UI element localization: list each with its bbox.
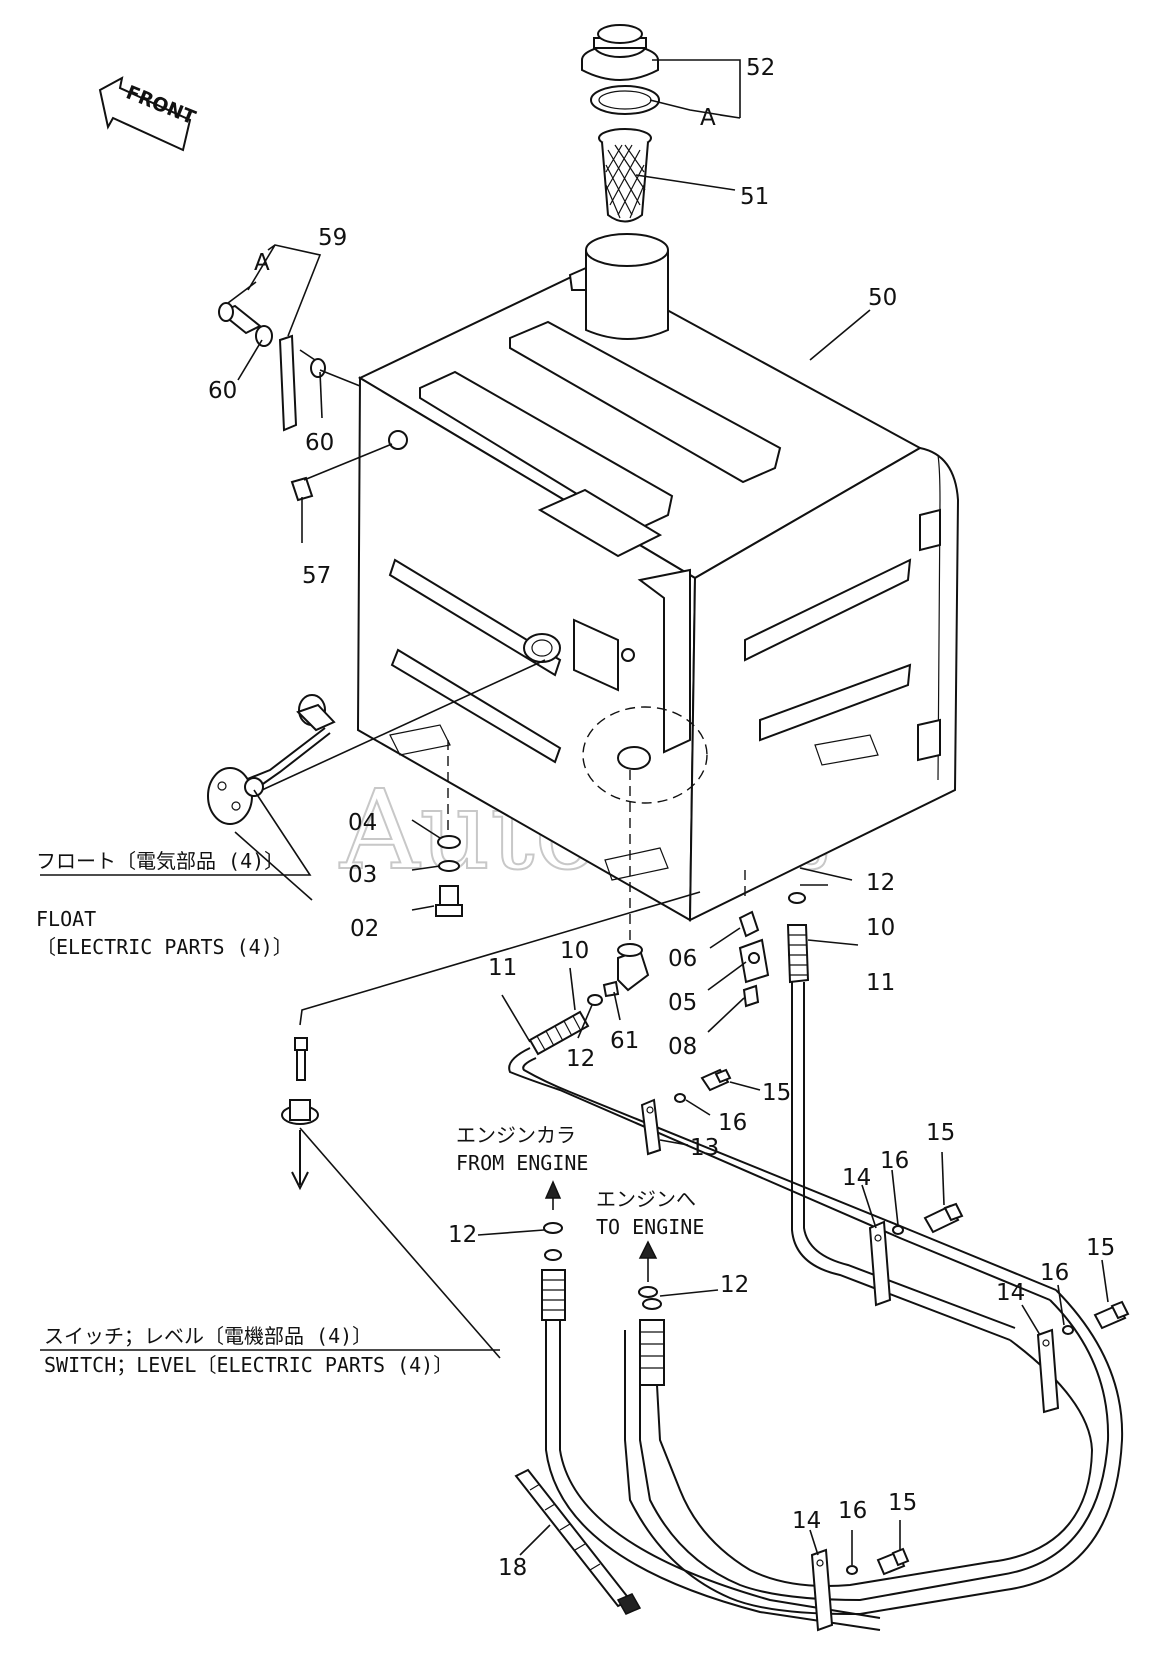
label-06: 06 [668,946,697,972]
label-57: 57 [302,563,331,589]
clamp-bolts [674,1068,1130,1576]
level-switch [281,891,701,1191]
tube-clamps [640,1098,1060,1632]
label-61: 61 [610,1028,639,1054]
label-15-d: 15 [888,1490,917,1516]
float-assembly [207,659,546,825]
label-18: 18 [498,1555,527,1581]
label-05: 05 [668,990,697,1016]
part-numbers: 52 A 51 50 59 A 60 60 57 04 03 02 12 10 … [208,55,1115,1581]
fuel-hoses [508,892,1124,1631]
label-15-c: 15 [1086,1235,1115,1261]
engine-flow-arrows [543,1180,658,1298]
label-14-b: 14 [996,1280,1025,1306]
label-14-a: 14 [842,1165,871,1191]
switch-note-jp: スイッチ；レベル〔電機部品 (4)〕 [44,1324,372,1348]
label-52: 52 [746,55,775,81]
label-12-left: 12 [566,1046,595,1072]
label-02: 02 [350,916,379,942]
label-60-right: 60 [305,430,334,456]
drain-parts [435,835,463,917]
label-16-d: 16 [838,1498,867,1524]
label-50: 50 [868,285,897,311]
label-12-to: 12 [720,1272,749,1298]
label-14-c: 14 [792,1508,821,1534]
front-arrow-icon: FRONT [98,76,199,152]
label-13: 13 [690,1135,719,1161]
label-16-c: 16 [1040,1260,1069,1286]
float-note-jp: フロート〔電気部品 (4)〕 [36,849,284,873]
to-engine-en: TO ENGINE [596,1215,704,1239]
from-engine-en: FROM ENGINE [456,1151,588,1175]
label-15-b: 15 [926,1120,955,1146]
label-15-a: 15 [762,1080,791,1106]
label-16-a: 16 [718,1110,747,1136]
float-note-en-parts: 〔ELECTRIC PARTS (4)〕 [36,935,293,959]
cap-gasket [590,85,660,115]
label-51: 51 [740,184,769,210]
fuel-tank [356,233,960,940]
filler-cap [581,24,659,81]
label-16-b: 16 [880,1148,909,1174]
label-10-right: 10 [866,915,895,941]
label-12-right: 12 [866,870,895,896]
label-04: 04 [348,810,377,836]
to-engine-jp: エンジンへ [596,1187,696,1211]
label-60-left: 60 [208,378,237,404]
strainer [598,128,652,223]
label-03: 03 [348,862,377,888]
label-59: 59 [318,225,347,251]
label-11-right: 11 [866,970,895,996]
cable-tie [514,1468,642,1615]
leader-lines [40,59,1109,1565]
notes: フロート〔電気部品 (4)〕 FLOAT 〔ELECTRIC PARTS (4)… [36,849,704,1377]
label-A-top: A [700,105,716,131]
float-note-en: FLOAT [36,907,96,931]
label-11-left: 11 [488,955,517,981]
label-A-left: A [254,250,270,276]
label-12-from: 12 [448,1222,477,1248]
from-engine-jp: エンジンカラ [456,1123,576,1147]
label-10-left: 10 [560,938,589,964]
mount-bracket [218,302,393,502]
switch-note-en: SWITCH；LEVEL〔ELECTRIC PARTS (4)〕 [44,1353,453,1377]
label-08: 08 [668,1034,697,1060]
hose-fittings [587,910,770,1008]
